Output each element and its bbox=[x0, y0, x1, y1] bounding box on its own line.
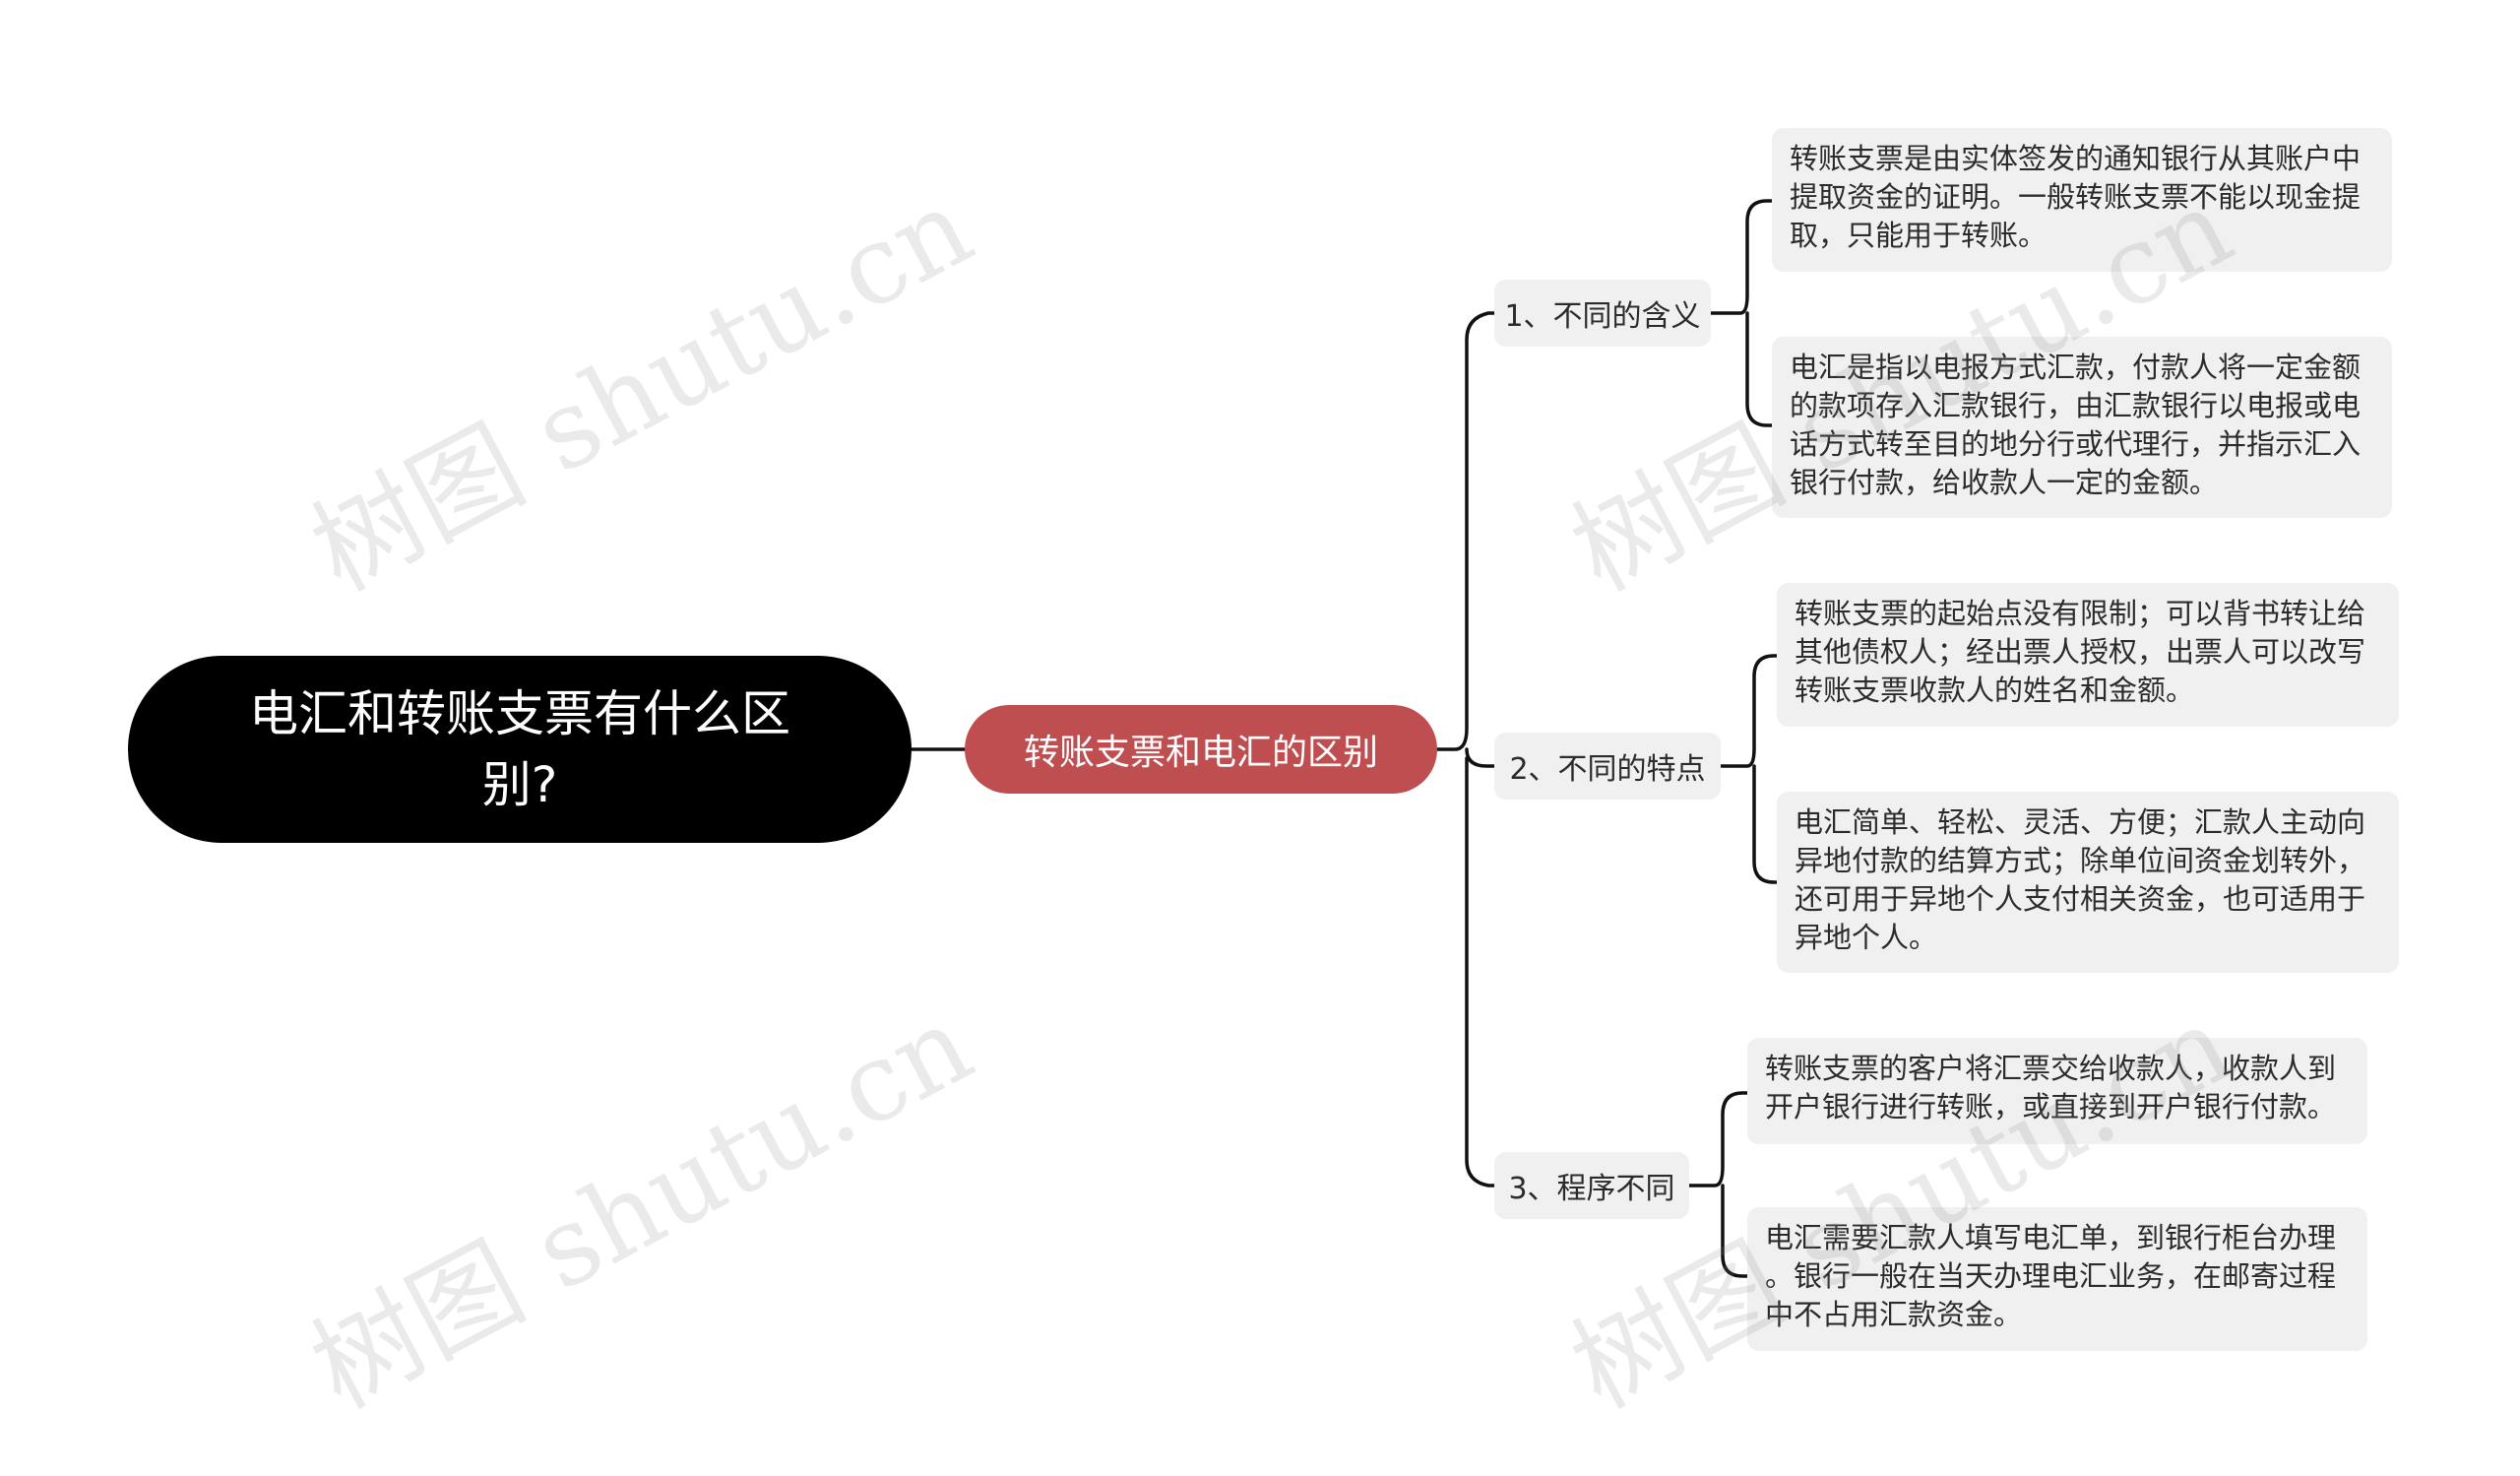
connector-branch1-leaf1 bbox=[1709, 199, 1774, 315]
connector-branch2-leaf1 bbox=[1719, 654, 1779, 768]
connector-branch3-leaf2 bbox=[1721, 1184, 1749, 1278]
leaf-node[interactable]: 电汇需要汇款人填写电汇单，到银行柜台办理 。银行一般在当天办理电汇业务，在邮寄过… bbox=[1747, 1207, 2367, 1351]
branch-label: 1、不同的含义 bbox=[1504, 299, 1701, 334]
connector-branch1-leaf2 bbox=[1745, 311, 1774, 427]
branch-node-3[interactable]: 3、程序不同 bbox=[1494, 1152, 1689, 1219]
main-topic-text: 转账支票和电汇的区别 bbox=[1023, 733, 1378, 773]
branch-node-1[interactable]: 1、不同的含义 bbox=[1494, 280, 1711, 347]
branch-label: 3、程序不同 bbox=[1508, 1172, 1675, 1206]
branch-label: 2、不同的特点 bbox=[1509, 752, 1706, 787]
leaf-node[interactable]: 转账支票的起始点没有限制；可以背书转让给 其他债权人；经出票人授权，出票人可以改… bbox=[1777, 583, 2399, 727]
leaf-node[interactable]: 转账支票是由实体签发的通知银行从其账户中 提取资金的证明。一般转账支票不能以现金… bbox=[1772, 128, 2392, 272]
connector-center-branch-2 bbox=[1465, 747, 1496, 768]
connector-branch2-leaf2 bbox=[1752, 764, 1779, 884]
main-topic[interactable]: 转账支票和电汇的区别 bbox=[965, 705, 1437, 794]
connector-branch3-leaf1 bbox=[1687, 1091, 1749, 1187]
leaf-node[interactable]: 电汇简单、轻松、灵活、方便；汇款人主动向 异地付款的结算方式；除单位间资金划转外… bbox=[1777, 792, 2399, 973]
connector-center-branch-3 bbox=[1465, 756, 1496, 1187]
branch-node-2[interactable]: 2、不同的特点 bbox=[1494, 733, 1721, 800]
root-topic-text: 电汇和转账支票有什么区别? bbox=[249, 685, 790, 813]
root-topic[interactable]: 电汇和转账支票有什么区别? bbox=[128, 656, 912, 843]
leaf-node[interactable]: 转账支票的客户将汇票交给收款人，收款人到 开户银行进行转账，或直接到开户银行付款… bbox=[1747, 1038, 2367, 1144]
leaf-node[interactable]: 电汇是指以电报方式汇款，付款人将一定金额 的款项存入汇款银行，由汇款银行以电报或… bbox=[1772, 337, 2392, 518]
connector-center-branch-1 bbox=[1435, 311, 1496, 751]
